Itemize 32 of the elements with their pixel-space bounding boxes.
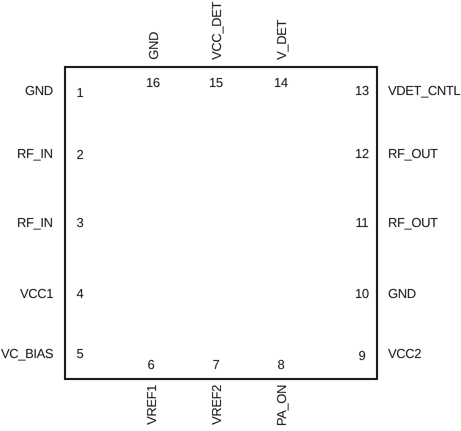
pin-number: 3 — [76, 214, 84, 230]
pin-number: 2 — [76, 146, 84, 162]
pin-number: 14 — [274, 74, 288, 90]
pin-name: VREF1 — [144, 385, 158, 425]
pin-name: VCC2 — [388, 346, 422, 360]
pin-number: 9 — [358, 348, 366, 362]
pin-number: 7 — [212, 356, 220, 372]
pin-name: VC_BIAS — [1, 346, 54, 360]
pin-name: GND — [146, 32, 160, 60]
pin-number: 10 — [355, 286, 369, 300]
pin-number: 8 — [278, 356, 284, 372]
pin-name: RF_IN — [17, 214, 53, 230]
pin-number: 4 — [76, 286, 84, 300]
pin-name: VDET_CNTL — [388, 82, 460, 98]
pin-name: VREF2 — [208, 385, 224, 425]
pin-number: 15 — [209, 74, 223, 90]
pin-number: 13 — [355, 82, 369, 98]
pin-number: 1 — [76, 84, 84, 100]
pin-name: VCC_DET — [208, 2, 224, 60]
pin-name: V_DET — [274, 20, 288, 60]
pin-name: RF_OUT — [388, 214, 438, 230]
pin-number: 12 — [355, 146, 369, 160]
pin-number: 6 — [148, 356, 154, 372]
pin-name: RF_OUT — [388, 146, 438, 160]
pin-name: RF_IN — [17, 146, 53, 160]
pin-number: 16 — [146, 74, 160, 90]
pin-number: 11 — [356, 214, 368, 230]
pin-name: GND — [25, 82, 53, 98]
pin-name: GND — [388, 286, 416, 300]
pin-name: PA_ON — [274, 385, 288, 426]
pin-name: VCC1 — [20, 286, 54, 300]
pin-number: 5 — [76, 346, 84, 360]
